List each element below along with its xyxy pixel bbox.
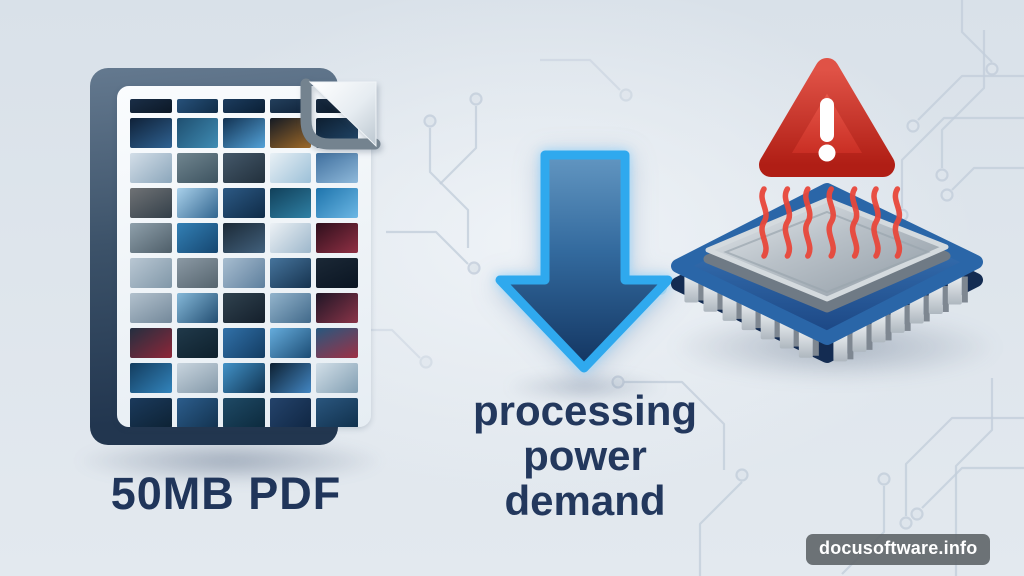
thumbnail (176, 223, 219, 253)
down-arrow-icon (495, 150, 673, 373)
thumbnail (130, 188, 172, 218)
thumbnail (176, 153, 219, 183)
cpu-chip-icon (671, 58, 983, 363)
thumbnail (130, 258, 172, 288)
thumbnail (223, 118, 265, 148)
thumbnail (316, 188, 358, 218)
thumbnail (316, 223, 358, 253)
thumbnail (176, 118, 219, 148)
thumbnail (223, 153, 265, 183)
thumbnail (176, 328, 219, 358)
pdf-front-page (117, 86, 371, 427)
thumbnail (223, 398, 265, 427)
thumbnail (130, 99, 172, 113)
thumbnail (223, 363, 265, 393)
thumbnail (269, 223, 312, 253)
arrow-shadow (505, 372, 665, 402)
thumbnail (316, 398, 358, 427)
page-fold-icon (300, 78, 381, 150)
thumbnail (223, 293, 265, 323)
pdf-thumbnail-grid (130, 99, 358, 427)
down-arrow-shape (495, 150, 673, 373)
pdf-size-label: 50MB PDF (110, 468, 342, 519)
demand-line: power (523, 431, 647, 479)
thumbnail (269, 363, 312, 393)
thumbnail (316, 153, 358, 183)
thumbnail (130, 363, 172, 393)
thumbnail (176, 258, 219, 288)
thumbnail (130, 153, 172, 183)
thumbnail (223, 188, 265, 218)
thumbnail (269, 328, 312, 358)
thumbnail (316, 363, 358, 393)
thumbnail (269, 258, 312, 288)
thumbnail (223, 328, 265, 358)
fold-band (300, 78, 381, 150)
exclamation-bar (820, 98, 834, 142)
thumbnail (269, 398, 312, 427)
watermark-badge: docusoftware.info (806, 534, 991, 565)
thumbnail (176, 188, 219, 218)
thumbnail (130, 328, 172, 358)
thumbnail (316, 258, 358, 288)
exclamation-dot (818, 144, 836, 162)
thumbnail (269, 153, 312, 183)
heat-waves-icon (759, 186, 903, 259)
thumbnail (176, 363, 219, 393)
thumbnail (130, 223, 172, 253)
thumbnail (269, 293, 312, 323)
thumbnail (176, 398, 219, 427)
warning-icon (759, 58, 895, 177)
thumbnail (223, 99, 265, 113)
thumbnail (176, 293, 219, 323)
demand-line: demand (504, 476, 666, 524)
thumbnail (130, 398, 172, 427)
thumbnail (316, 293, 358, 323)
thumbnail (130, 293, 172, 323)
demand-line: processing (472, 387, 698, 434)
cpu-die-top (705, 197, 949, 302)
fold-flap (308, 81, 377, 148)
pdf-page-margin (117, 86, 371, 427)
thumbnail (176, 99, 219, 113)
thumbnail (269, 188, 312, 218)
thumbnail (223, 258, 265, 288)
thumbnail (130, 118, 172, 148)
document-shadow (75, 438, 385, 484)
cpu-die-inner-line (723, 210, 931, 294)
processing-demand-label: processing power demand (420, 387, 750, 524)
thumbnail (316, 328, 358, 358)
watermark-text: docusoftware.info (819, 538, 978, 558)
thumbnail (223, 223, 265, 253)
